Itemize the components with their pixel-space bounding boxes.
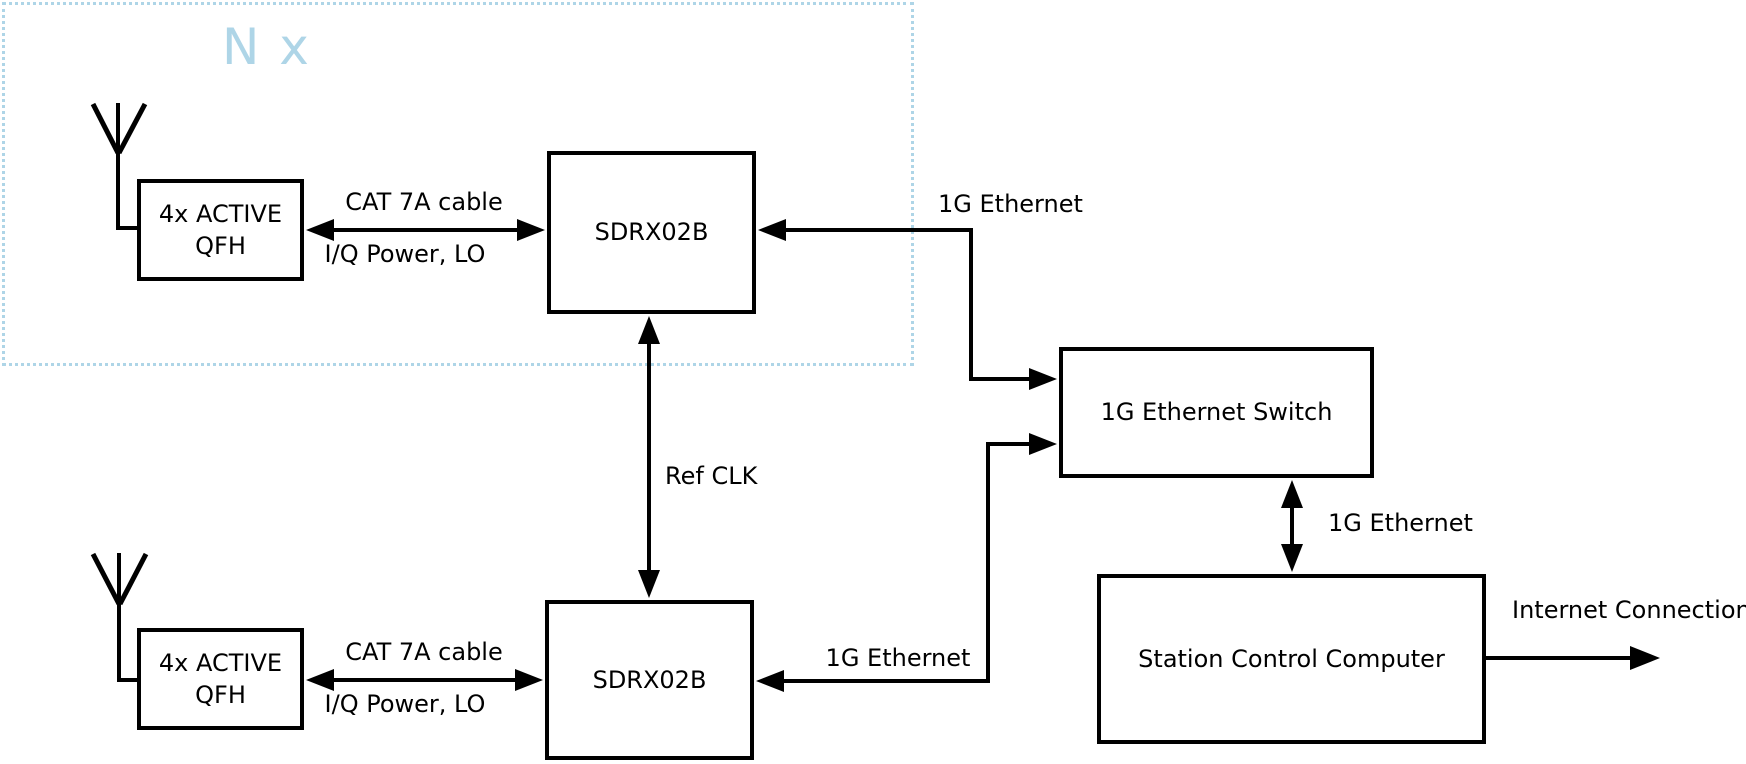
node-label: QFH	[195, 232, 246, 260]
edge-label-iq-power-bottom: I/Q Power, LO	[324, 690, 486, 718]
eth-top-connector	[783, 228, 1033, 381]
edge-label-eth-bottom: 1G Ethernet	[825, 644, 971, 672]
edge-label-eth-top: 1G Ethernet	[938, 190, 1083, 218]
edge-label-cat7a-top: CAT 7A cable	[345, 188, 503, 216]
node-active-qfh-top: 4x ACTIVE QFH	[137, 179, 304, 281]
node-sdrx02b-top: SDRX02B	[547, 151, 756, 314]
edge-label-ref-clk: Ref CLK	[665, 462, 758, 490]
node-ethernet-switch: 1G Ethernet Switch	[1059, 347, 1374, 478]
node-label: QFH	[195, 681, 246, 709]
arrowheads	[306, 219, 1660, 692]
node-label: SDRX02B	[592, 665, 707, 694]
edge-label-cat7a-bottom: CAT 7A cable	[345, 638, 503, 666]
node-active-qfh-bottom: 4x ACTIVE QFH	[137, 628, 304, 730]
edge-label-iq-power-top: I/Q Power, LO	[324, 240, 486, 268]
node-sdrx02b-bottom: SDRX02B	[545, 600, 754, 760]
replication-count-label: N x	[222, 18, 311, 76]
edge-label-eth-switch-scc: 1G Ethernet	[1328, 509, 1473, 537]
node-label: 4x ACTIVE	[158, 199, 283, 228]
node-label: SDRX02B	[594, 218, 709, 247]
edge-label-internet-connection: Internet Connection	[1512, 596, 1746, 624]
replication-group-outline	[2, 2, 914, 366]
node-label: 4x ACTIVE	[158, 648, 283, 677]
antenna-icon	[90, 552, 149, 682]
eth-bottom-connector	[781, 442, 1033, 683]
node-label: 1G Ethernet Switch	[1100, 398, 1333, 427]
node-station-control-computer: Station Control Computer	[1097, 574, 1486, 744]
antenna-icon	[90, 102, 148, 230]
node-label: Station Control Computer	[1138, 644, 1445, 673]
